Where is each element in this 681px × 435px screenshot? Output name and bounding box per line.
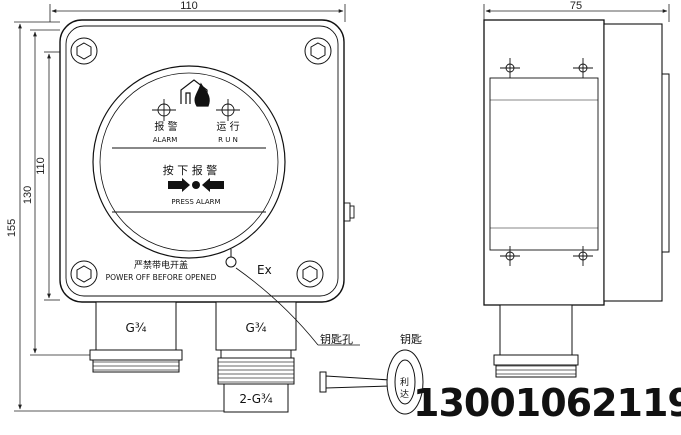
press-arrows-icon	[168, 178, 224, 192]
key-callout: 钥匙	[400, 332, 422, 346]
window-inner-ring	[99, 72, 279, 252]
run-label-cn: 运 行	[216, 120, 239, 133]
press-label-cn: 按 下 报 警	[163, 163, 218, 177]
dim-height-130: 130	[22, 186, 34, 204]
dim-front-width: 110	[180, 0, 198, 12]
right-thread-label: G¾	[246, 321, 267, 335]
dim-height-110: 110	[35, 157, 47, 175]
key-icon	[319, 349, 424, 415]
corner-bolt-icon	[70, 37, 332, 288]
cable-gland-right	[215, 301, 297, 413]
callout-leaders	[235, 267, 360, 346]
front-view: 报 警 ALARM 运 行 R U N 按 下 报 警 PRESS ALARM …	[59, 19, 355, 413]
dimension-lines-front	[14, 4, 346, 412]
keyhole-icon	[225, 249, 237, 268]
dim-height-155: 155	[6, 219, 18, 237]
ground-screw-icon	[343, 202, 355, 222]
keyhole-callout: 钥匙孔	[320, 332, 353, 346]
side-view	[483, 19, 670, 378]
press-label-en: PRESS ALARM	[171, 198, 220, 206]
key-brand-1: 利	[400, 376, 409, 388]
left-thread-label: G¾	[126, 321, 147, 335]
ex-mark: Ex	[257, 263, 272, 277]
alarm-lamp-icon	[152, 99, 176, 121]
warning-cn: 严禁带电开盖	[134, 259, 188, 271]
dim-side-width: 75	[570, 0, 582, 12]
enclosure-outer	[59, 19, 345, 303]
cable-gland-left	[89, 301, 183, 373]
phone-number: 13001062119	[413, 381, 681, 425]
bottom-thread-label: 2-G¾	[239, 392, 273, 406]
run-label-en: R U N	[218, 136, 238, 144]
window-outer-ring	[92, 65, 286, 259]
house-fire-icon	[180, 79, 210, 107]
dimension-lines-side	[483, 4, 670, 22]
alarm-label-cn: 报 警	[154, 120, 177, 133]
enclosure-inner	[65, 25, 339, 297]
key-brand-2: 达	[400, 388, 409, 400]
alarm-label-en: ALARM	[153, 136, 178, 144]
run-lamp-icon	[216, 99, 240, 121]
mounting-hole-icon	[500, 58, 593, 266]
warning-en: POWER OFF BEFORE OPENED	[106, 273, 217, 282]
